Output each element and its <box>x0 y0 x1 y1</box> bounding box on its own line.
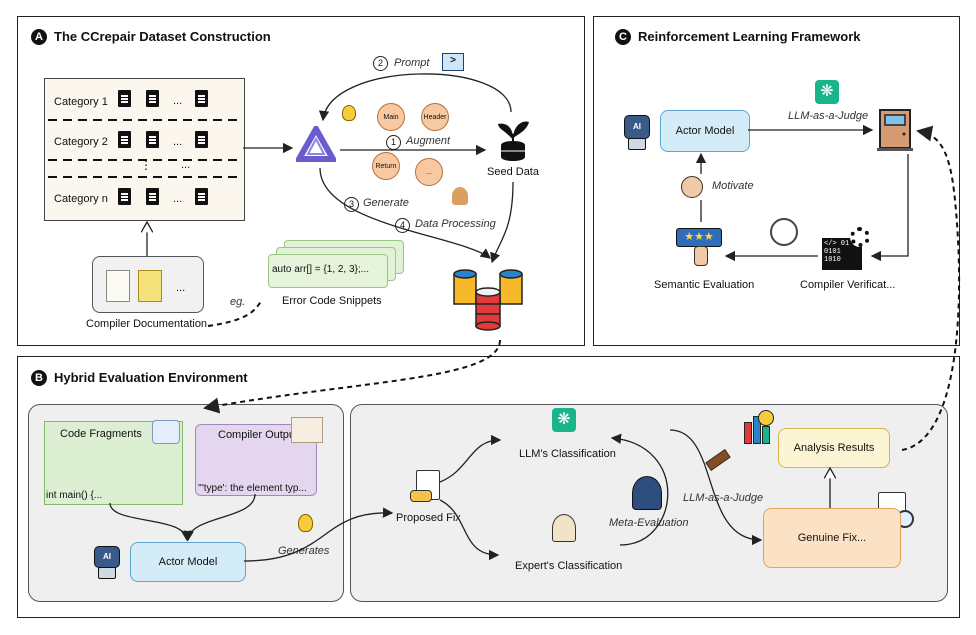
document-icon <box>118 90 131 107</box>
row-ellipsis: ... <box>173 136 183 148</box>
augment-circle-return: Return <box>372 152 400 180</box>
document-icon <box>118 188 131 205</box>
step-label-prompt: Prompt <box>394 57 430 69</box>
robot-icon: AI <box>624 115 650 139</box>
document-icon <box>195 131 208 148</box>
genuine-fix-box: Genuine Fix... <box>763 508 901 568</box>
lightbulb-icon <box>342 105 356 121</box>
section-badge-b: B <box>31 370 47 386</box>
llm-classification-label: LLM's Classification <box>519 448 616 460</box>
hand-pointer-icon <box>694 246 708 266</box>
document-icon <box>118 131 131 148</box>
code-fragments-label: Code Fragments <box>60 428 142 440</box>
llm-judge-label-c: LLM-as-a-Judge <box>788 110 869 122</box>
snippet-text: auto arr[] = {1, 2, 3};... <box>272 264 370 275</box>
section-title-a: The CCrepair Dataset Construction <box>54 29 271 44</box>
robot-body-icon <box>628 138 646 150</box>
document-icon <box>106 270 130 302</box>
cheering-person-icon <box>681 176 703 198</box>
chatgpt-logo-icon: ❋ <box>815 80 839 104</box>
step-label-data-processing: Data Processing <box>415 218 496 230</box>
category-label-n: Category n <box>54 193 108 205</box>
step-number-prompt: 2 <box>373 56 388 71</box>
handshake-icon <box>410 490 432 502</box>
motivate-label: Motivate <box>712 180 754 192</box>
category-box <box>44 78 245 221</box>
augment-circle-header: Header <box>421 103 449 131</box>
augment-circle-more: ... <box>415 158 443 186</box>
door-icon <box>877 109 913 151</box>
seed-data-label: Seed Data <box>487 166 539 178</box>
compiler-output-label: Compiler Output <box>218 429 299 441</box>
section-title-c: Reinforcement Learning Framework <box>638 29 861 44</box>
document-icon <box>146 188 159 205</box>
robot-body-icon <box>98 567 116 579</box>
document-icon <box>195 188 208 205</box>
document-icon <box>138 270 162 302</box>
actor-model-box-c: Actor Model <box>660 110 750 152</box>
search-person-icon <box>770 218 798 246</box>
section-title-b: Hybrid Evaluation Environment <box>54 370 248 385</box>
category-label-2: Category 2 <box>54 136 108 148</box>
augment-circle-main: Main <box>377 103 405 131</box>
document-icon <box>146 90 159 107</box>
compiler-doc-ellipsis: ... <box>176 282 186 294</box>
category-label-1: Category 1 <box>54 96 108 108</box>
judge-person-icon <box>632 476 662 510</box>
chatgpt-logo-icon: ❋ <box>552 408 576 432</box>
code-sample: int main() {... <box>46 490 103 501</box>
expert-classification-label: Expert's Classification <box>515 560 623 572</box>
terminal-icon: > <box>442 53 464 71</box>
step-label-generate: Generate <box>363 197 409 209</box>
database-icon <box>453 269 523 331</box>
worker-icon <box>452 187 468 205</box>
llm-judge-label-b: LLM-as-a-Judge <box>683 492 764 504</box>
step-label-augment: Augment <box>406 135 451 147</box>
section-badge-a: A <box>31 29 47 45</box>
eg-label: eg. <box>230 296 246 308</box>
proposed-fix-label: Proposed Fix <box>396 512 461 524</box>
gear-icon <box>850 227 870 247</box>
cloud-doc-icon <box>152 420 180 444</box>
compiler-doc-label: Compiler Documentation <box>86 318 208 330</box>
snippets-label: Error Code Snippets <box>282 295 382 307</box>
llm-logo-icon <box>296 126 336 162</box>
compiler-output-sample: '''type': the element typ... <box>198 483 307 494</box>
seed-plant-icon <box>498 121 529 161</box>
document-icon <box>146 131 159 148</box>
snippet-card-front <box>268 254 388 288</box>
chart-analysis-icon <box>744 410 778 444</box>
section-badge-c: C <box>615 29 631 45</box>
meta-evaluation-label: Meta-Evaluation <box>609 517 689 529</box>
semantic-eval-label: Semantic Evaluation <box>654 279 755 291</box>
lightbulb-icon <box>298 514 313 532</box>
document-icon <box>195 90 208 107</box>
row-ellipsis: ... <box>173 193 183 205</box>
row-ellipsis: ... <box>181 159 191 171</box>
panel-rl-framework <box>593 16 960 346</box>
vertical-ellipsis: ⋮ <box>140 158 152 172</box>
analysis-results-box: Analysis Results <box>778 428 890 468</box>
row-ellipsis: ... <box>173 95 183 107</box>
compiler-verification-label: Compiler Verificat... <box>800 279 896 291</box>
expert-icon <box>552 514 576 542</box>
actor-model-box-b: Actor Model <box>130 542 246 582</box>
window-icon <box>291 417 323 443</box>
rating-stars-icon: ★★★ <box>676 228 722 247</box>
